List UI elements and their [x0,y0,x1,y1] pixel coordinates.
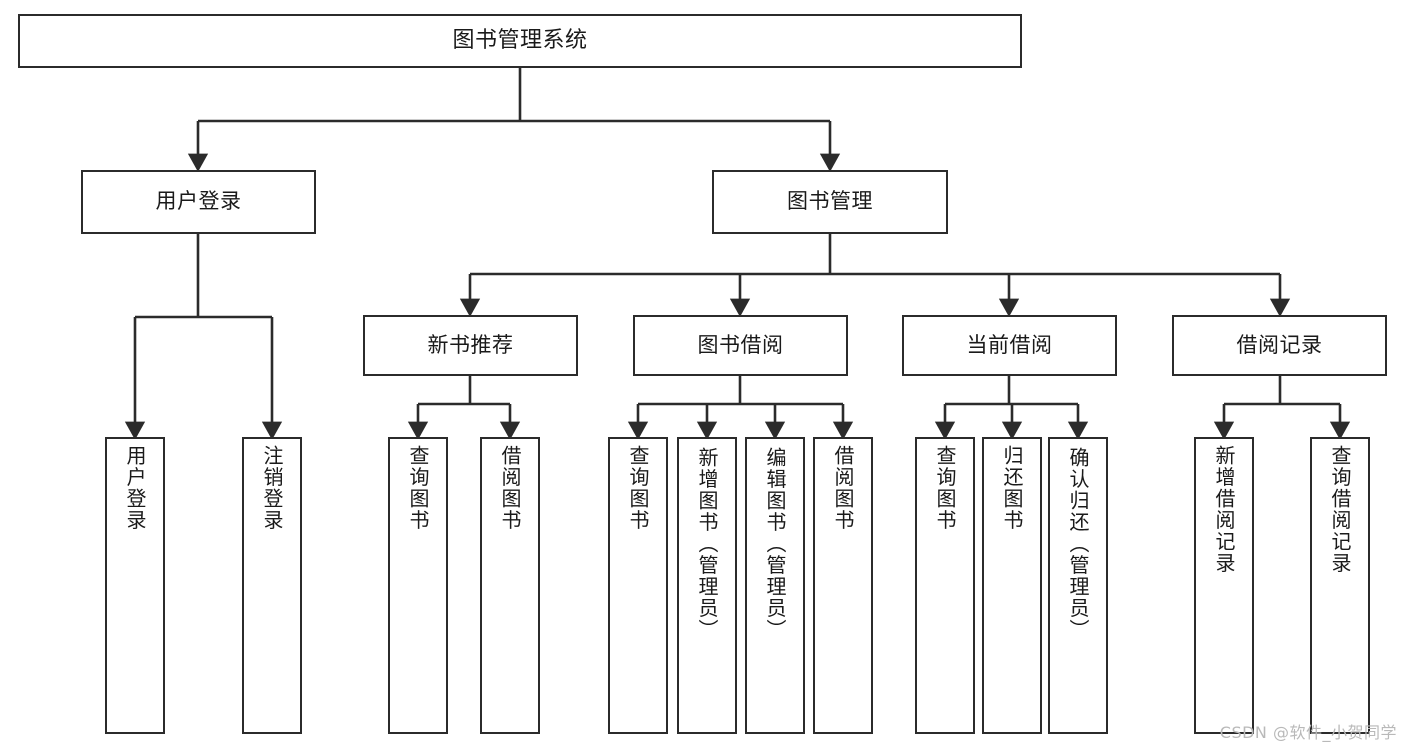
node-label: 查询借阅记录 [1328,445,1352,574]
leaf-query-book-3[interactable]: 查询图书 [915,437,975,734]
node-label: 查询图书 [626,445,650,531]
node-label: 借阅记录 [1236,332,1323,357]
leaf-logout-login[interactable]: 注销登录 [242,437,302,734]
node-label: 确认归还（管理员） [1066,447,1090,641]
leaf-query-book-2[interactable]: 查询图书 [608,437,668,734]
node-new-book-recommend[interactable]: 新书推荐 [363,315,578,376]
leaf-add-book[interactable]: 新增图书（管理员） [677,437,737,734]
node-label: 用户登录 [123,445,147,531]
node-book-borrow[interactable]: 图书借阅 [633,315,848,376]
csdn-watermark: CSDN @软件_小贺同学 [1219,723,1397,742]
node-label: 查询图书 [933,445,957,531]
node-label: 图书借阅 [697,332,784,357]
leaf-add-borrow-record[interactable]: 新增借阅记录 [1194,437,1254,734]
node-label: 图书管理 [787,189,873,214]
leaf-borrow-book-1[interactable]: 借阅图书 [480,437,540,734]
node-user-login[interactable]: 用户登录 [81,170,316,234]
leaf-borrow-book-2[interactable]: 借阅图书 [813,437,873,734]
node-label: 图书管理系统 [452,27,588,53]
node-label: 借阅图书 [498,445,522,531]
node-root-book-management-system[interactable]: 图书管理系统 [18,14,1022,68]
node-label: 新增借阅记录 [1212,445,1236,574]
node-label: 编辑图书（管理员） [763,447,787,641]
leaf-edit-book[interactable]: 编辑图书（管理员） [745,437,805,734]
leaf-query-borrow-record[interactable]: 查询借阅记录 [1310,437,1370,734]
node-label: 查询图书 [406,445,430,531]
leaf-query-book-1[interactable]: 查询图书 [388,437,448,734]
node-borrow-record[interactable]: 借阅记录 [1172,315,1387,376]
node-label: 注销登录 [260,445,284,531]
leaf-confirm-return[interactable]: 确认归还（管理员） [1048,437,1108,734]
node-book-management[interactable]: 图书管理 [712,170,948,234]
node-label: 归还图书 [1000,445,1024,531]
node-label: 当前借阅 [966,332,1053,357]
node-label: 借阅图书 [831,445,855,531]
leaf-user-login[interactable]: 用户登录 [105,437,165,734]
leaf-return-book[interactable]: 归还图书 [982,437,1042,734]
node-label: 用户登录 [155,189,242,214]
node-label: 新增图书（管理员） [695,447,719,641]
node-label: 新书推荐 [427,332,514,357]
node-current-borrow[interactable]: 当前借阅 [902,315,1117,376]
